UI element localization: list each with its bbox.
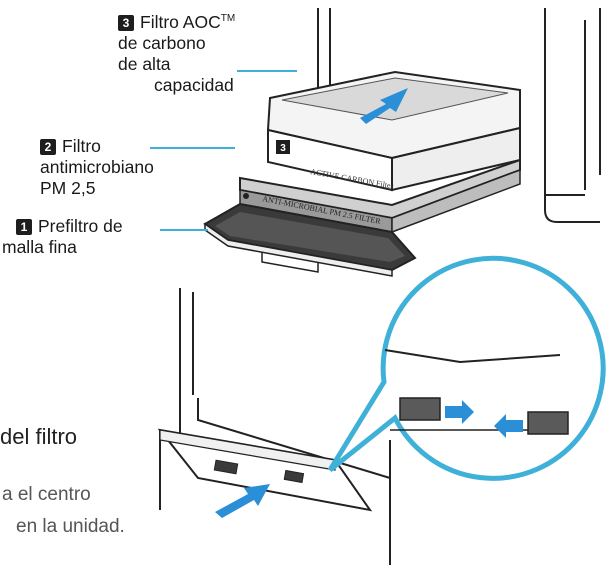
number-badge-2: 2: [40, 139, 56, 155]
filter-door-panel: [157, 428, 373, 512]
label-filter-2-line1: Filtro: [62, 136, 101, 156]
label-filter-2-line3: PM 2,5: [40, 178, 96, 198]
label-filter-2-line2: antimicrobiano: [40, 157, 154, 177]
purifier-unit-top: [317, 8, 601, 223]
leader-line-1: [160, 229, 208, 231]
label-filter-3-line3: de alta: [118, 53, 171, 74]
label-filter-3-line2: de carbono: [118, 32, 206, 53]
section-heading: del filtro: [0, 424, 78, 449]
trademark-sup: TM: [220, 13, 236, 24]
leader-line-2: [150, 147, 235, 149]
label-filter-2: 2 Filtro antimicrobiano PM 2,5: [40, 136, 154, 199]
number-badge-1: 1: [16, 219, 32, 235]
carbon-filter-badge-number: 3: [280, 143, 286, 154]
detail-magnifier: [327, 255, 606, 481]
leader-line-3: [237, 70, 297, 72]
label-filter-1: 1 Prefiltro de malla fina: [2, 216, 123, 258]
carbon-filter-badge: [276, 140, 290, 154]
label-filter-3-line1: Filtro AOC: [140, 11, 221, 32]
pm25-filter: [239, 158, 521, 234]
mesh-prefilter: [203, 202, 417, 277]
label-filter-3: 3 Filtro AOCTM de carbono de alta capacid…: [118, 8, 235, 96]
number-badge-3: 3: [118, 14, 134, 31]
section-body-line1: a el centro: [2, 484, 91, 505]
label-filter-3-line4: capacidad: [154, 74, 234, 95]
push-arrow-icon: [215, 484, 270, 518]
insert-arrow-icon: [360, 88, 408, 124]
section-body-line2: en la unidad.: [16, 516, 125, 537]
label-filter-1-line1: Prefiltro de: [38, 216, 123, 236]
label-filter-1-line2: malla fina: [2, 237, 77, 257]
